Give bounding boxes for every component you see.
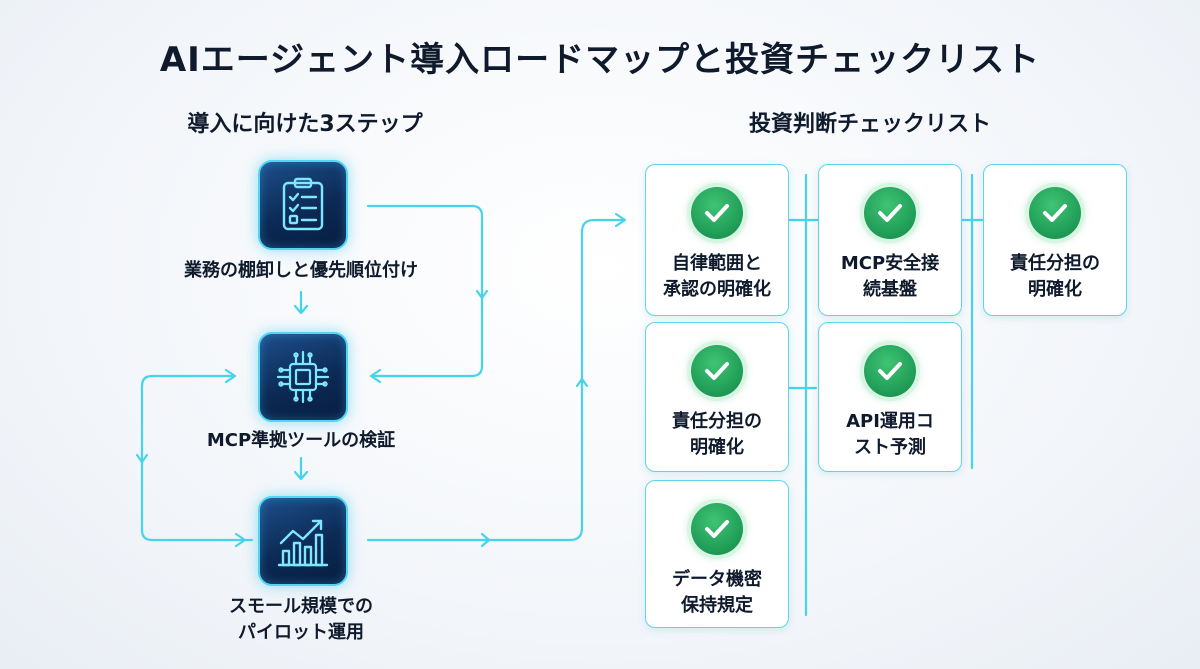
arrowhead-step1-to-step2 [293,304,309,315]
step1-icon-tile [258,160,348,250]
step3-label-line1: スモール規模での [229,596,373,617]
card-text-line1: 責任分担の [672,411,762,432]
loop-arrowhead-right [369,368,382,384]
check-icon [864,187,916,239]
growth-chart-icon [277,519,329,567]
card-text-line1: API運用コ [846,411,934,432]
step2-label: MCP準拠ツールの検証 [206,430,396,451]
step3-icon-tile [258,496,348,586]
card-text-line1: データ機密 [672,569,762,590]
step3-label: スモール規模での パイロット運用 [170,594,432,646]
check-icon [864,345,916,397]
connector-arrowhead-checklist [614,212,627,228]
loop-chevron-left [135,453,149,464]
card-text-line1: 自律範囲と [672,253,762,274]
card-text-line2: スト予測 [854,437,926,458]
card-text-line2: 明確化 [1028,279,1082,300]
card-text-line2: 続基盤 [863,279,917,300]
checklist-card-autonomy-approval: 自律範囲と 承認の明確化 [645,164,789,316]
clipboard-checklist-icon [282,177,324,231]
connector-chevron-up [575,377,589,388]
loop-step1-to-step2 [366,204,484,378]
check-icon [691,503,743,555]
step1-label: 業務の棚卸しと優先順位付け [184,260,418,281]
page-title: AIエージェント導入ロードマップと投資チェックリスト [159,40,1041,80]
steps-heading: 導入に向けた3ステップ [187,112,423,137]
step3-label-line2: パイロット運用 [238,622,364,643]
check-icon [691,345,743,397]
connector-chevron-mid [480,532,491,548]
loop-arrowhead-left-top [224,368,237,384]
checklist-card-responsibility-middle: 責任分担の 明確化 [645,322,789,472]
checklist-heading: 投資判断チェックリスト [748,112,991,137]
loop-arrowhead-left-bottom [234,532,247,548]
checklist-card-api-cost-forecast: API運用コ スト予測 [818,322,962,472]
card-text-line2: 承認の明確化 [663,279,771,300]
checklist-card-mcp-secure-connection: MCP安全接 続基盤 [818,164,962,316]
microchip-icon [276,350,330,404]
arrowhead-step2-to-step3 [293,470,309,481]
loop-step3-to-step2 [140,374,254,542]
step2-icon-tile [258,332,348,422]
card-text-line1: 責任分担の [1010,253,1100,274]
card-text-line2: 明確化 [690,437,744,458]
checklist-card-responsibility-top: 責任分担の 明確化 [983,164,1127,316]
check-icon [691,187,743,239]
loop-chevron-right [475,289,489,300]
check-icon [1029,187,1081,239]
checklist-card-data-retention: データ機密 保持規定 [645,480,789,628]
card-text-line1: MCP安全接 [840,253,940,274]
card-text-line2: 保持規定 [681,595,753,616]
